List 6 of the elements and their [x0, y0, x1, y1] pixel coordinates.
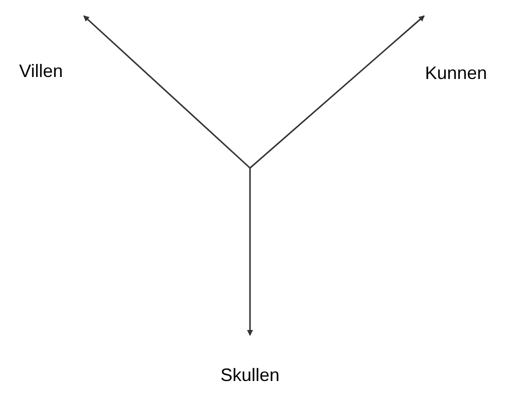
direction-label: Villen: [19, 61, 63, 81]
direction-label: Skullen: [220, 365, 280, 385]
arrow: [250, 15, 425, 169]
arrow: [83, 15, 250, 169]
direction-label: Kunnen: [424, 63, 488, 83]
arrow: [247, 168, 253, 336]
